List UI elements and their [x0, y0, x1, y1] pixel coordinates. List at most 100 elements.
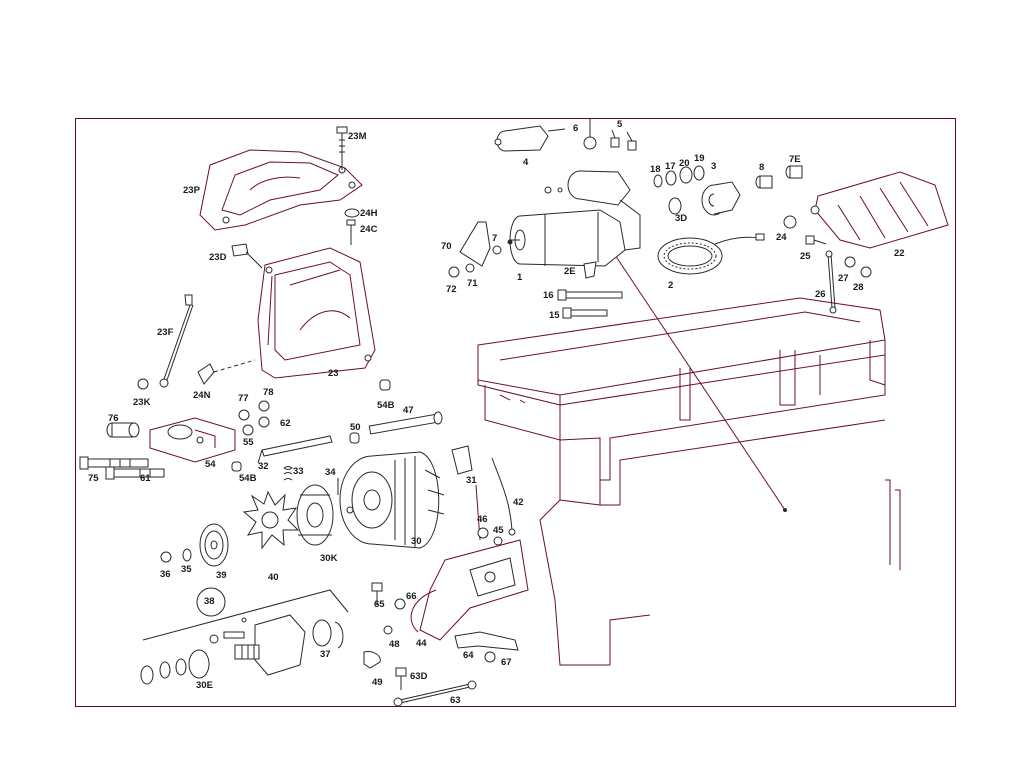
bolt-61	[105, 466, 165, 480]
nut-67	[484, 651, 496, 663]
callout-label-63: 63	[450, 695, 461, 706]
bushing-54b-upper	[379, 379, 391, 391]
nut-28	[860, 266, 872, 278]
callout-label-48: 48	[389, 639, 400, 650]
bolt-25	[805, 235, 827, 245]
diagram-frame	[75, 118, 956, 707]
rotor-assembly	[234, 614, 306, 676]
brushes-5	[610, 129, 637, 151]
callout-label-78: 78	[263, 387, 274, 398]
callout-label-5: 5	[617, 119, 623, 130]
carrier-44	[410, 484, 529, 641]
pulley-39	[199, 523, 229, 567]
callout-label-65: 65	[374, 599, 385, 610]
callout-label-39: 39	[216, 570, 227, 581]
callout-label-3: 3	[711, 161, 716, 172]
callout-label-35: 35	[181, 564, 192, 575]
bolt-16	[557, 289, 623, 301]
callout-label-25: 25	[800, 251, 811, 262]
callout-label-70: 70	[441, 241, 452, 252]
callout-label-33: 33	[293, 466, 304, 477]
fan-40	[242, 490, 300, 550]
air-guide-cover	[199, 149, 363, 231]
callout-label-54: 54	[205, 459, 216, 470]
washer-19	[693, 165, 705, 181]
callout-labels: 23M23P24H24C23D23F2323K24N54B78776255765…	[88, 119, 905, 706]
callout-label-17: 17	[665, 161, 676, 172]
callout-label-38: 38	[204, 596, 215, 607]
alternator-30	[339, 451, 445, 549]
nut-77	[238, 409, 250, 421]
callout-label-23m: 23M	[348, 131, 367, 142]
callout-label-6: 6	[573, 123, 578, 134]
rod-63	[393, 680, 477, 707]
group-38-bracket	[142, 589, 349, 641]
nut-72	[448, 266, 460, 278]
strap-32	[257, 435, 333, 464]
callout-label-30e: 30E	[196, 680, 213, 691]
washer-71	[465, 263, 475, 273]
leader-dot	[783, 508, 787, 512]
cap-2e	[583, 261, 597, 279]
callout-label-3d: 3D	[675, 213, 687, 224]
callout-label-19: 19	[694, 153, 705, 164]
callout-label-2: 2	[668, 280, 673, 291]
callout-label-54b: 54B	[377, 400, 395, 411]
clamp-49	[363, 651, 381, 669]
callout-label-40: 40	[268, 572, 279, 583]
callout-label-20: 20	[679, 158, 690, 169]
bolt-15	[562, 307, 608, 319]
tension-rod-23f	[159, 294, 194, 388]
bearing-37	[312, 619, 332, 647]
spacer-35	[182, 548, 192, 562]
callout-label-31: 31	[466, 475, 477, 486]
callout-label-66: 66	[406, 591, 417, 602]
callout-label-16: 16	[543, 290, 554, 301]
bearing-30e	[188, 649, 210, 679]
callout-label-49: 49	[372, 677, 383, 688]
callout-label-24: 24	[776, 232, 787, 243]
callout-label-18: 18	[650, 164, 661, 175]
regulator-31	[451, 445, 473, 475]
bushing-3d	[668, 197, 682, 215]
washer-7	[492, 245, 502, 255]
spring-33	[283, 466, 293, 481]
starter-motor-1	[509, 170, 641, 267]
callout-label-72: 72	[446, 284, 457, 295]
starter-position-leader	[604, 239, 786, 511]
plate-23d	[231, 243, 249, 257]
callout-label-47: 47	[403, 405, 414, 416]
washer-27	[844, 256, 856, 268]
callout-label-67: 67	[501, 657, 512, 668]
callout-label-23: 23	[328, 368, 339, 379]
callout-label-46: 46	[477, 514, 488, 525]
callout-label-4: 4	[523, 157, 529, 168]
washer-62	[258, 416, 270, 428]
callout-label-7: 7	[492, 233, 497, 244]
callout-label-50: 50	[350, 422, 361, 433]
clip-24n	[197, 363, 215, 385]
nut-36	[160, 551, 172, 563]
field-coil-2	[657, 233, 765, 275]
callout-label-55: 55	[243, 437, 254, 448]
strap-64	[454, 631, 519, 651]
bracket-70	[459, 221, 491, 267]
nut-23k	[137, 378, 149, 390]
alternator-bracket	[257, 247, 376, 379]
washer-18	[653, 174, 663, 188]
callout-label-28: 28	[853, 282, 864, 293]
callout-label-77: 77	[238, 393, 249, 404]
callout-label-30: 30	[411, 536, 422, 547]
callout-label-23d: 23D	[209, 252, 227, 263]
callout-label-32: 32	[258, 461, 269, 472]
callout-label-44: 44	[416, 638, 427, 649]
callout-label-1: 1	[517, 272, 523, 283]
callout-label-23k: 23K	[133, 397, 151, 408]
callout-label-15: 15	[549, 310, 560, 321]
washer-45	[493, 536, 503, 546]
callout-label-61: 61	[140, 473, 151, 484]
bolt-47	[368, 411, 443, 435]
callout-label-24c: 24C	[360, 224, 378, 235]
callout-label-24n: 24N	[193, 390, 211, 401]
